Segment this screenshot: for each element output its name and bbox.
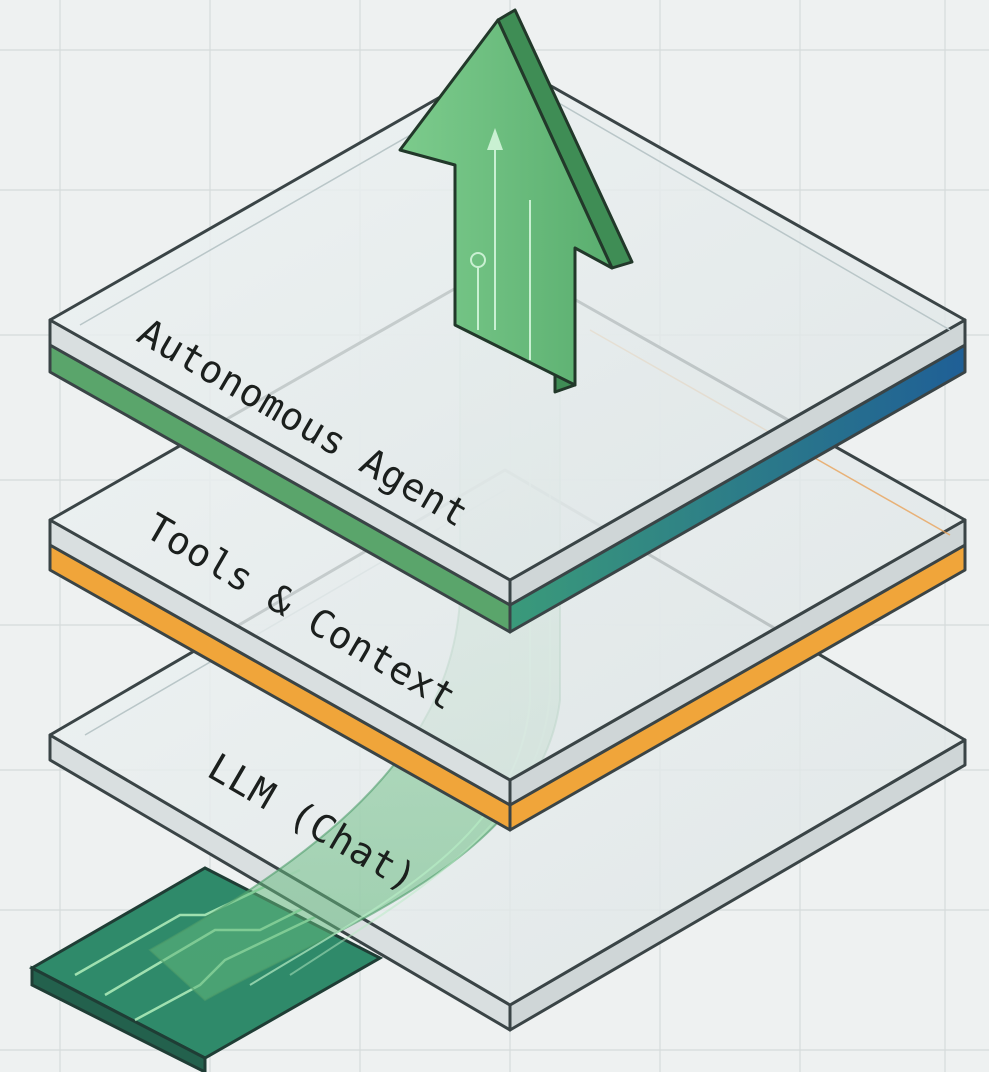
up-arrow-icon [398, 8, 634, 394]
